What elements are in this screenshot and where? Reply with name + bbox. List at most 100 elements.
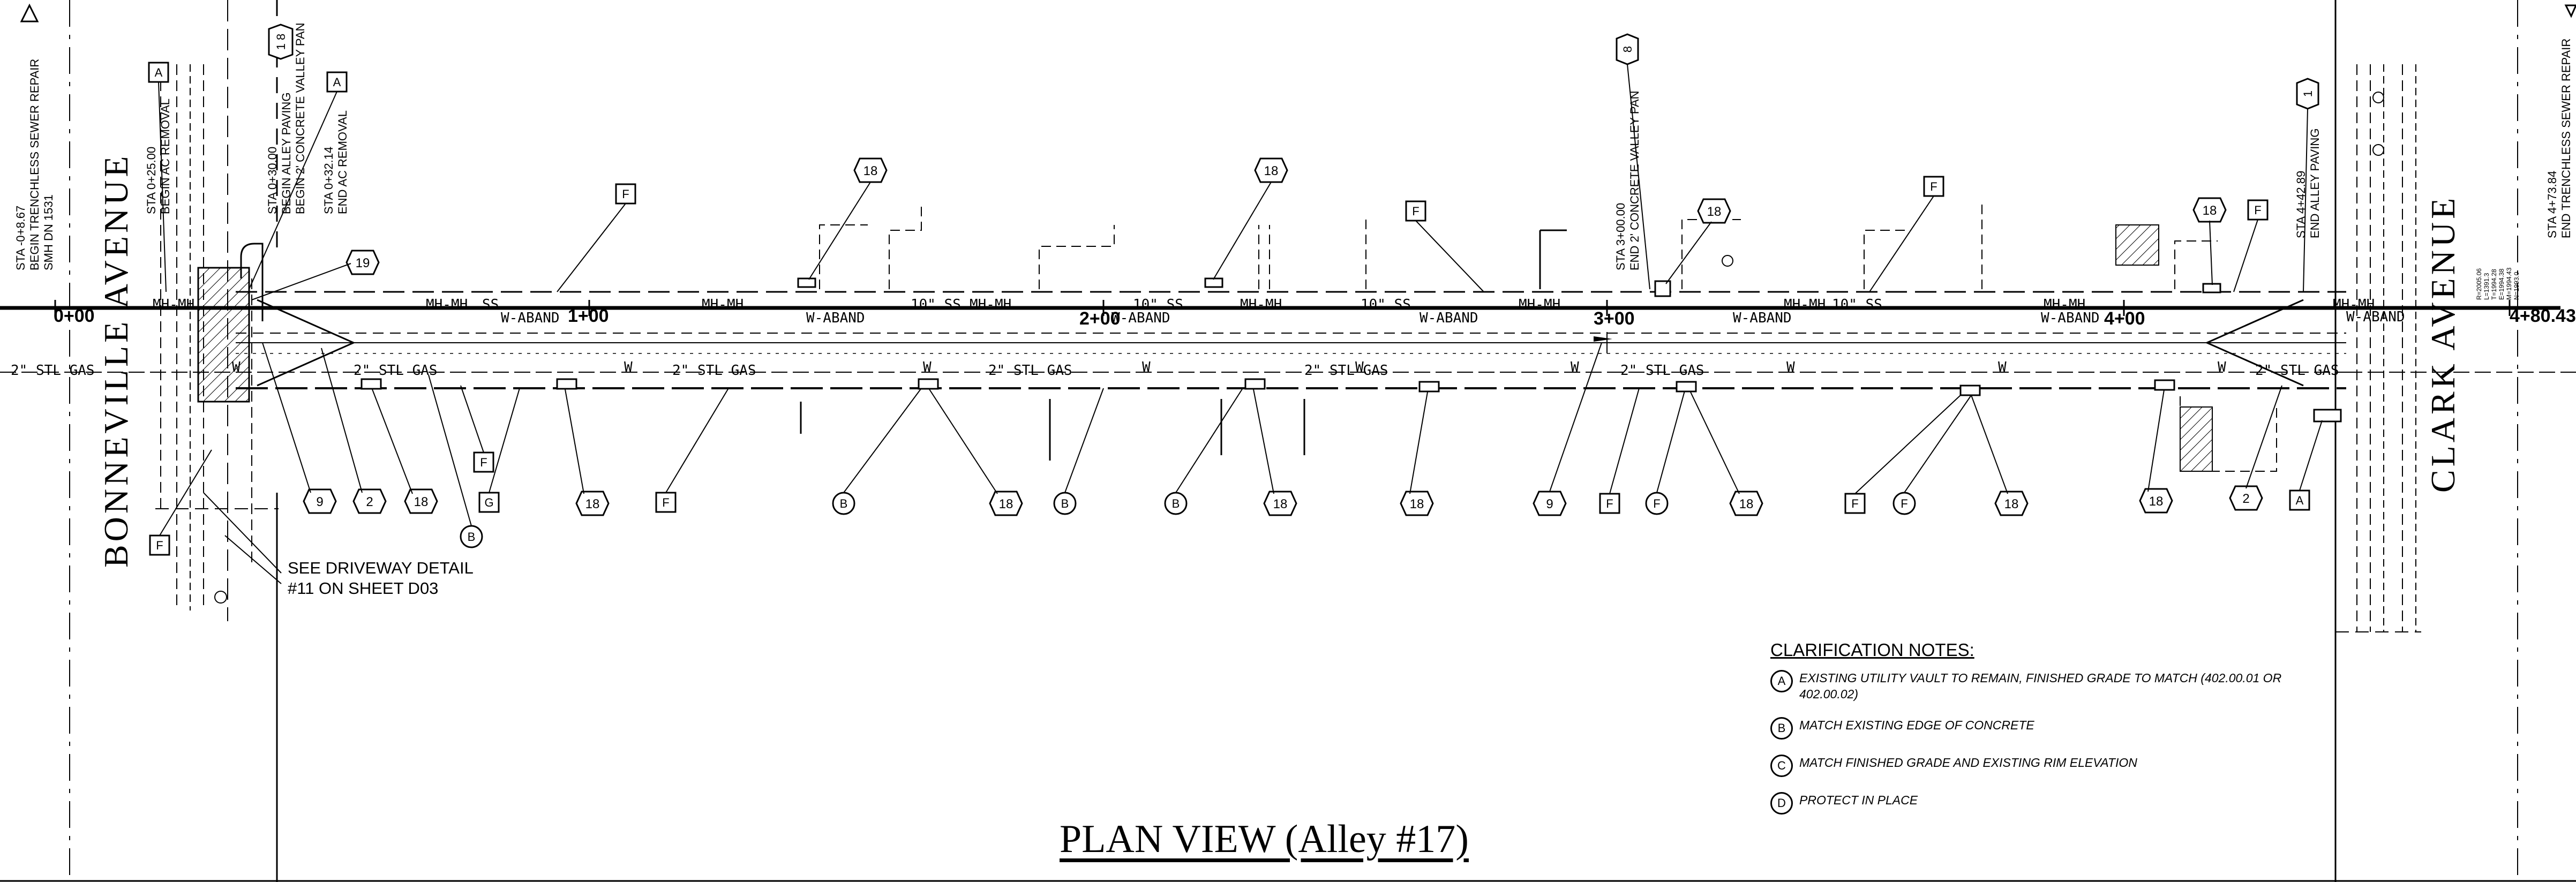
- svg-text:W: W: [1786, 359, 1795, 375]
- svg-text:A: A: [2296, 494, 2304, 507]
- note-d: D PROTECT IN PLACE: [1770, 792, 2306, 815]
- svg-text:10" SS: 10" SS: [1361, 297, 1411, 313]
- svg-text:MH-MH: MH-MH: [426, 297, 468, 313]
- plan-title-text: PLAN VIEW (Alley #17): [1060, 817, 1469, 861]
- svg-text:BEGIN AC REMOVAL: BEGIN AC REMOVAL: [159, 99, 172, 214]
- svg-text:B: B: [1172, 497, 1180, 510]
- svg-text:END ALLEY PAVING: END ALLEY PAVING: [2308, 129, 2322, 238]
- svg-text:2" STL GAS: 2" STL GAS: [11, 363, 95, 379]
- svg-text:MH-MH: MH-MH: [970, 297, 1011, 313]
- svg-text:8: 8: [1621, 46, 1634, 52]
- svg-text:F: F: [2254, 203, 2261, 217]
- svg-text:2" STL GAS: 2" STL GAS: [672, 363, 756, 379]
- building-outlines: [819, 203, 2277, 472]
- note-tag: D: [1770, 792, 1793, 815]
- tree-symbols: [214, 92, 2384, 604]
- svg-text:N=1993.0: N=1993.0: [2513, 272, 2520, 300]
- svg-text:W-ABAND: W-ABAND: [806, 310, 865, 326]
- station-1: 1+00: [568, 306, 609, 326]
- square-tags: A A A F F F F F F F F G F: [148, 62, 2310, 556]
- station-ticks: [54, 300, 2511, 316]
- svg-text:STA 0+32.14: STA 0+32.14: [322, 147, 335, 214]
- svg-text:19: 19: [356, 256, 370, 270]
- svg-text:18: 18: [999, 497, 1013, 511]
- street-name-clark: CLARK AVENUE: [2424, 195, 2462, 493]
- svg-text:M=1994.43: M=1994.43: [2505, 267, 2513, 300]
- svg-text:MH-MH: MH-MH: [2044, 297, 2085, 313]
- svg-text:W-ABAND: W-ABAND: [1733, 310, 1792, 326]
- svg-text:F: F: [1606, 497, 1613, 510]
- svg-text:F: F: [662, 496, 669, 509]
- hatched-areas: [2115, 224, 2213, 472]
- svg-text:END AC REMOVAL: END AC REMOVAL: [336, 110, 349, 214]
- svg-text:SS: SS: [482, 297, 499, 313]
- svg-text:END 2' CONCRETE VALLEY PAN: END 2' CONCRETE VALLEY PAN: [1628, 91, 1641, 270]
- svg-text:STA -0+8.67: STA -0+8.67: [14, 206, 27, 270]
- svg-text:BEGIN 2' CONCRETE VALLEY PAN: BEGIN 2' CONCRETE VALLEY PAN: [294, 22, 307, 214]
- svg-text:9: 9: [316, 495, 323, 509]
- driveway-note-line-2: #11 ON SHEET D03: [288, 579, 439, 598]
- note-tag: A: [1770, 670, 1793, 692]
- svg-text:9: 9: [1546, 497, 1553, 511]
- svg-text:MH-MH: MH-MH: [2333, 297, 2375, 313]
- svg-text:STA 0+25.00: STA 0+25.00: [145, 147, 158, 214]
- station-4: 4+00: [2104, 308, 2145, 329]
- station-0: 0+00: [54, 306, 95, 326]
- svg-text:18: 18: [585, 497, 600, 511]
- clarification-notes: CLARIFICATION NOTES: A EXISTING UTILITY …: [1770, 640, 2306, 830]
- svg-text:10" SS: 10" SS: [1133, 297, 1183, 313]
- svg-text:F: F: [480, 456, 487, 469]
- svg-text:MH-MH: MH-MH: [1519, 297, 1560, 313]
- svg-text:W-ABAND: W-ABAND: [2041, 310, 2100, 326]
- svg-text:W: W: [232, 359, 241, 375]
- svg-text:18: 18: [1264, 164, 1279, 178]
- svg-text:W: W: [1998, 359, 2007, 375]
- svg-text:W: W: [1571, 359, 1579, 375]
- vertical-callouts: STA -0+8.67 BEGIN TRENCHLESS SEWER REPAI…: [14, 22, 2573, 270]
- station-labels: 0+00 1+00 2+00 3+00 4+00 4+80.43: [54, 306, 2576, 329]
- station-2: 2+00: [1079, 308, 1121, 329]
- svg-text:MH-MH: MH-MH: [702, 297, 743, 313]
- curve-table: R=2005.06 L=1391.3 T=1994.28 E=1994.38 M…: [2475, 267, 2520, 300]
- svg-text:18: 18: [2149, 494, 2164, 509]
- svg-text:10" SS: 10" SS: [1832, 297, 1882, 313]
- note-c: C MATCH FINISHED GRADE AND EXISTING RIM …: [1770, 755, 2306, 777]
- svg-text:BEGIN TRENCHLESS SEWER REPAIR: BEGIN TRENCHLESS SEWER REPAIR: [28, 59, 41, 270]
- circle-tags: B B B B F F: [460, 492, 1916, 548]
- svg-text:10" SS: 10" SS: [911, 297, 961, 313]
- svg-text:F: F: [1412, 205, 1419, 218]
- svg-text:A: A: [155, 66, 163, 79]
- svg-text:18: 18: [1739, 497, 1754, 511]
- svg-text:1 8: 1 8: [274, 34, 288, 50]
- svg-text:MH-MH: MH-MH: [1784, 297, 1826, 313]
- svg-text:STA 4+73.84: STA 4+73.84: [2545, 171, 2559, 238]
- svg-text:MH-MH: MH-MH: [153, 297, 194, 313]
- station-3: 3+00: [1594, 308, 1635, 329]
- clark-street-lines: [2335, 0, 2518, 882]
- street-name-bonneville: BONNEVILLE AVENUE: [97, 153, 135, 568]
- note-text: PROTECT IN PLACE: [1799, 793, 1918, 807]
- svg-text:STA 3+00.00: STA 3+00.00: [1614, 203, 1627, 270]
- svg-text:BEGIN ALLEY PAVING: BEGIN ALLEY PAVING: [280, 93, 293, 214]
- note-text: EXISTING UTILITY VAULT TO REMAIN, FINISH…: [1799, 671, 2282, 701]
- svg-text:SMH DN 1531: SMH DN 1531: [42, 194, 55, 270]
- svg-text:B: B: [1061, 497, 1069, 510]
- svg-text:W-ABAND: W-ABAND: [2346, 309, 2405, 325]
- svg-text:A: A: [333, 76, 341, 89]
- hex-tags: 18 18 18 18 19 9 2 18 18 18 18 18 9 18 1…: [268, 24, 2319, 516]
- svg-text:F: F: [156, 539, 163, 552]
- svg-text:F: F: [1653, 497, 1660, 510]
- svg-text:18: 18: [2004, 497, 2019, 511]
- svg-text:B: B: [468, 530, 476, 544]
- svg-text:B: B: [840, 497, 848, 510]
- svg-text:W: W: [923, 359, 932, 375]
- svg-text:2: 2: [2242, 492, 2249, 506]
- station-end: 4+80.43: [2510, 306, 2576, 326]
- svg-text:F: F: [1851, 497, 1858, 510]
- svg-text:2" STL GAS: 2" STL GAS: [1304, 363, 1388, 379]
- svg-text:E=1994.38: E=1994.38: [2498, 268, 2505, 300]
- utility-labels: MH-MH MH-MH SS MH-MH MH-MH MH-MH MH-MH M…: [11, 297, 2405, 379]
- svg-text:18: 18: [414, 495, 429, 509]
- svg-text:18: 18: [1707, 205, 1722, 219]
